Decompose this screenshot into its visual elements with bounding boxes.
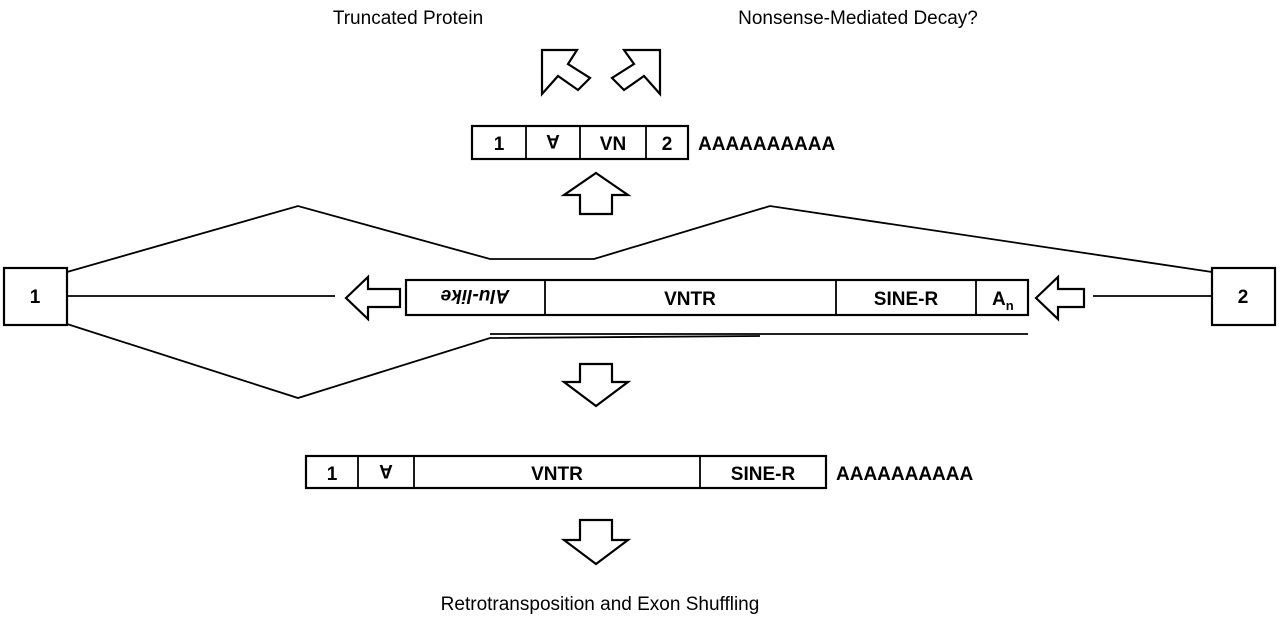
down-arrow-1 — [560, 362, 632, 408]
splice-lines — [66, 205, 1213, 399]
bottom-vntr-label: VNTR — [531, 464, 583, 485]
insertion-element: Alu-like VNTR SINE-R An — [404, 278, 1030, 317]
insertion-box — [404, 278, 1030, 317]
exon1-label: 1 — [30, 287, 41, 308]
top-polya-label: AAAAAAAAAA — [698, 134, 835, 155]
insertion-siner-label: SINE-R — [874, 289, 939, 310]
bottom-alu-fragment-label: A — [379, 460, 393, 481]
down-arrow-2 — [560, 518, 632, 566]
top-vntr-fragment-label: VN — [600, 134, 626, 155]
alu-like-label: Alu-like — [440, 285, 510, 306]
exon2-box: 2 — [1210, 266, 1277, 327]
exon1-box: 1 — [2, 266, 69, 327]
top-transcript: 1 A VN 2 AAAAAAAAAA — [470, 124, 835, 161]
an-label: An — [992, 289, 1014, 313]
truncated-protein-label: Truncated Protein — [333, 8, 483, 29]
left-arrow-polya — [1034, 274, 1086, 322]
bottom-polya-label: AAAAAAAAAA — [836, 464, 973, 485]
bottom-transcript-box — [304, 454, 828, 490]
up-arrow — [560, 171, 632, 216]
exon2-label: 2 — [1238, 287, 1249, 308]
bottom-siner-label: SINE-R — [731, 464, 796, 485]
retrotransposition-label: Retrotransposition and Exon Shuffling — [441, 594, 760, 615]
left-arrow-alu — [344, 274, 402, 322]
top-alu-fragment-label: A — [546, 130, 560, 151]
nonsense-mediated-decay-label: Nonsense-Mediated Decay? — [738, 8, 978, 29]
bottom-exon1-label: 1 — [327, 464, 338, 485]
arrow-to-truncated-protein — [540, 48, 592, 97]
top-exon2-label: 2 — [662, 134, 673, 155]
insertion-vntr-label: VNTR — [664, 289, 716, 310]
arrow-to-nonsense-mediated-decay — [610, 48, 662, 97]
bottom-transcript: 1 A VNTR SINE-R AAAAAAAAAA — [304, 454, 973, 490]
top-exon1-label: 1 — [494, 134, 505, 155]
